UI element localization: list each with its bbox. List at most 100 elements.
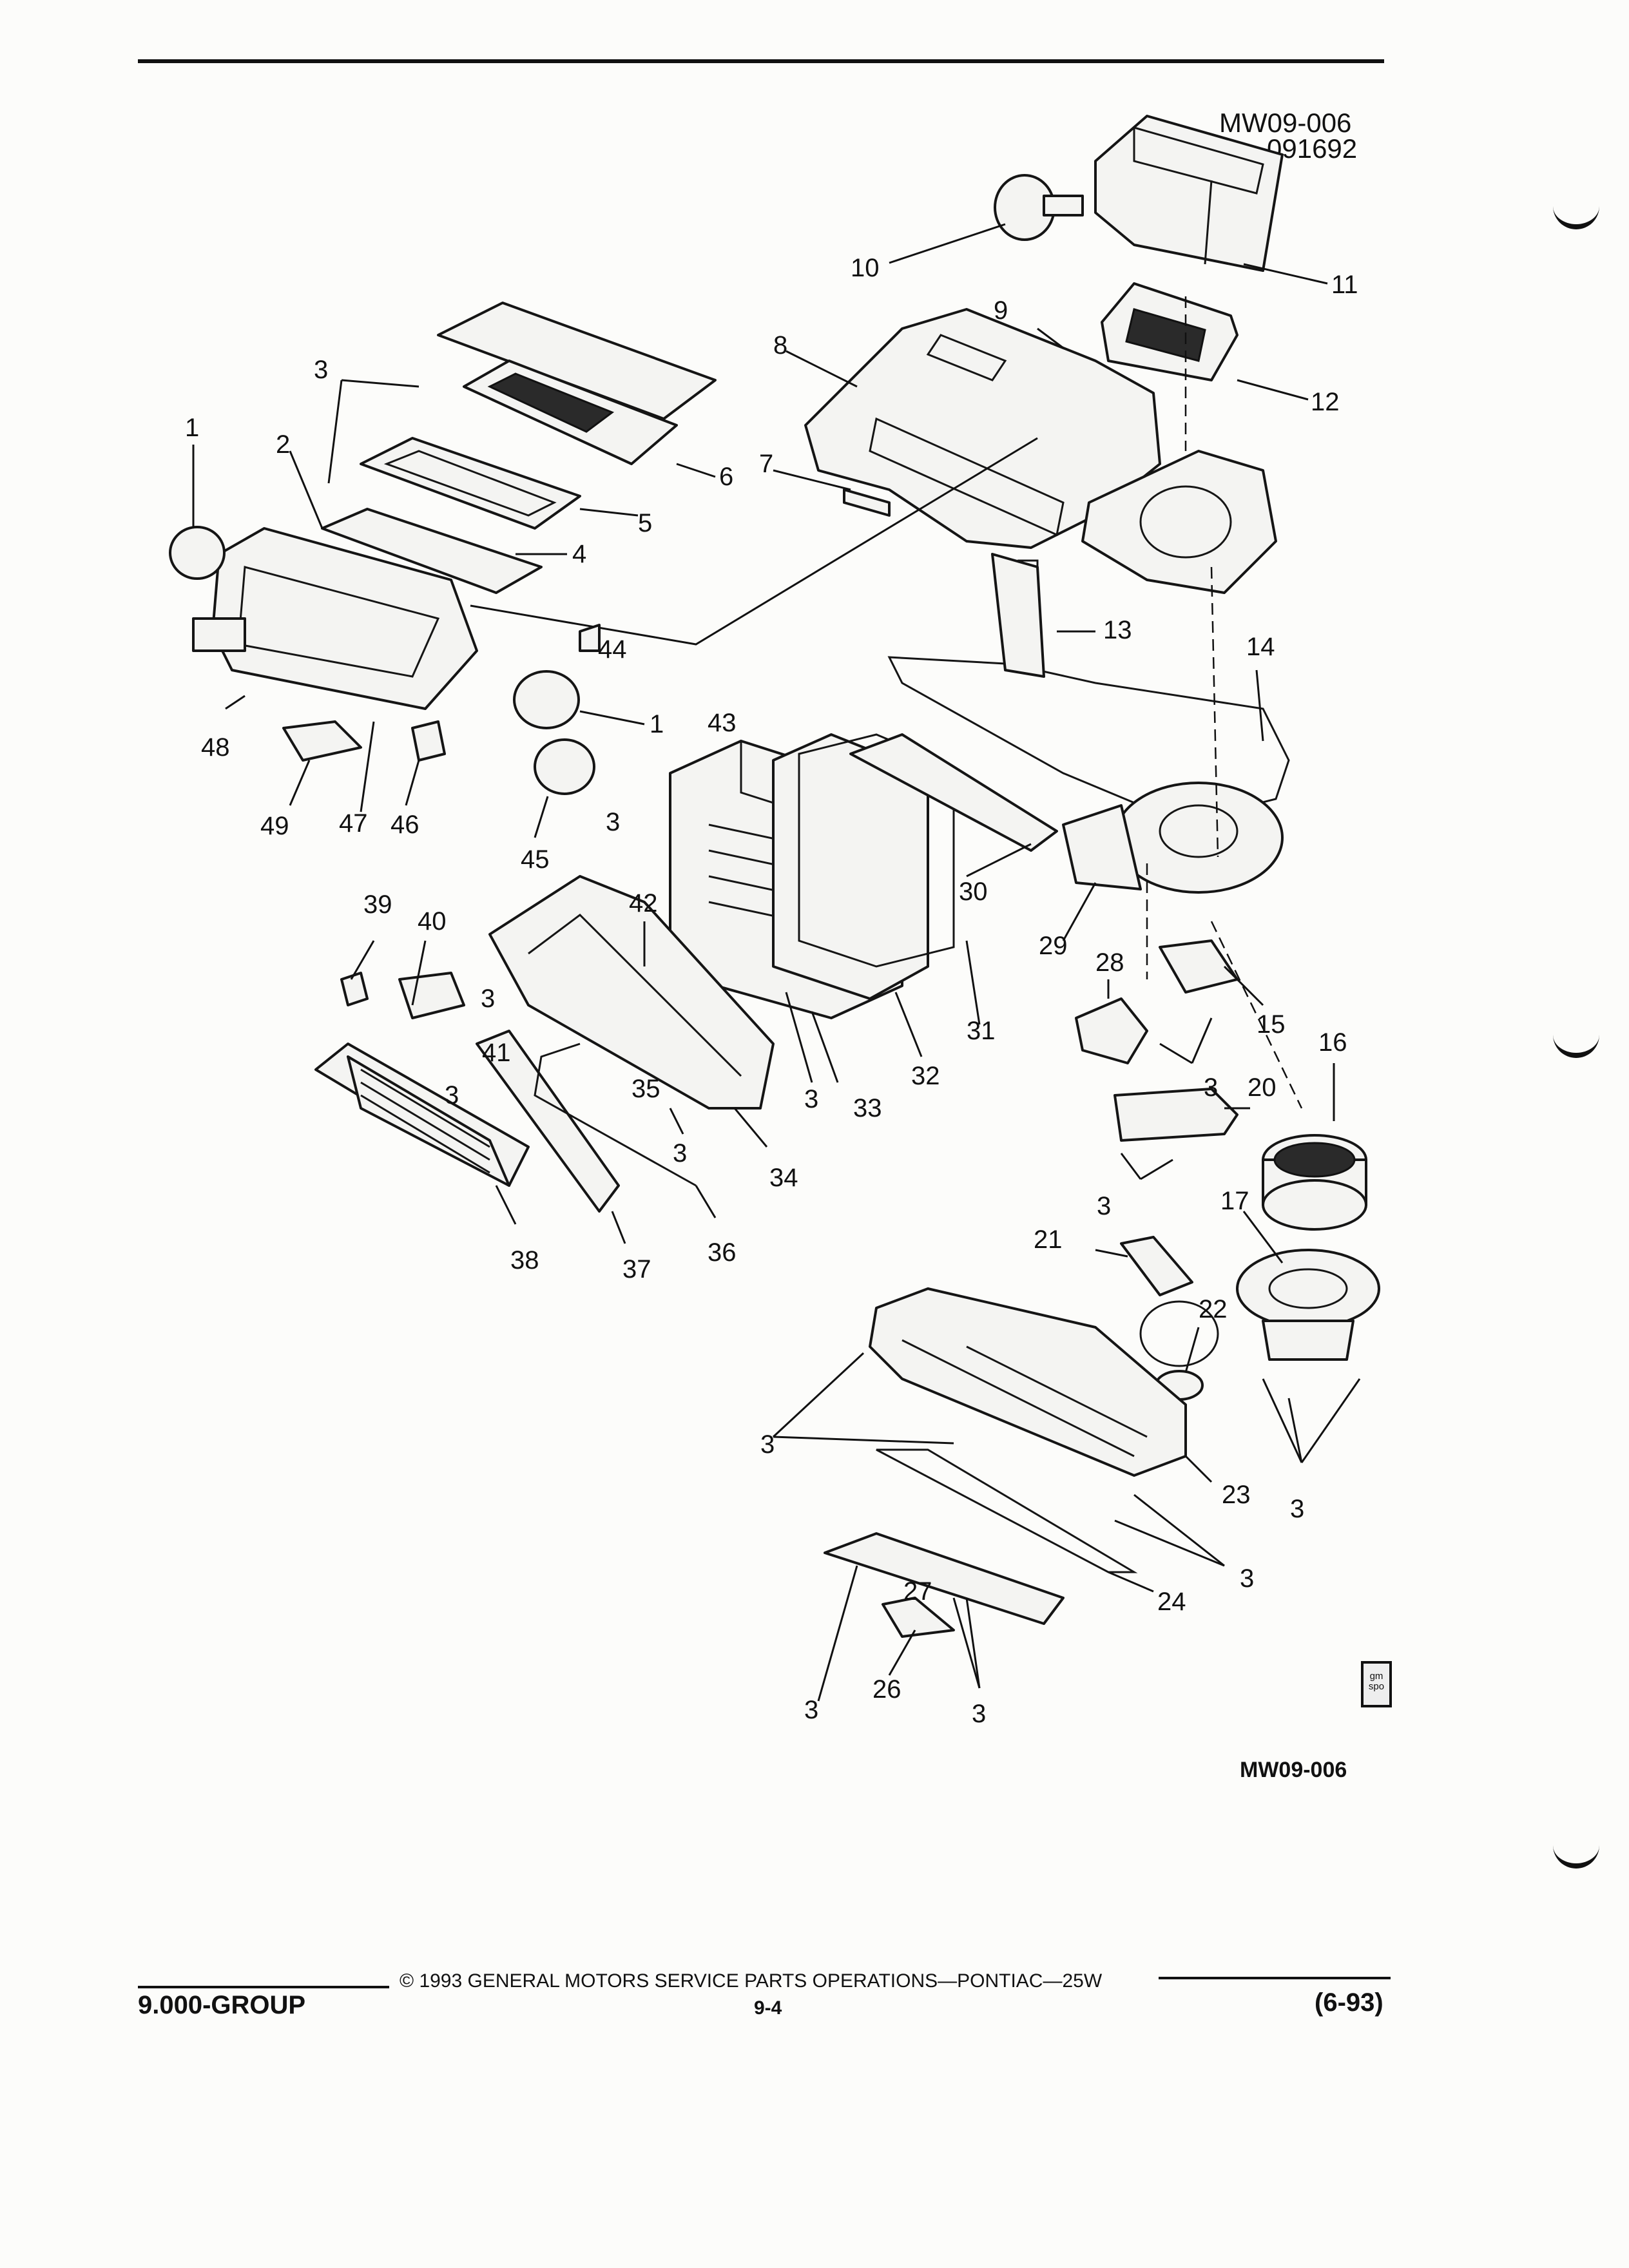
callout-3-j: 3 [1290,1495,1305,1523]
part-16-blower-wheel [1262,1063,1367,1231]
part-32-seal [772,733,929,1000]
callout-12: 12 [1311,388,1340,416]
callout-48: 48 [201,733,230,762]
binder-mark [1553,205,1599,229]
callout-3-i: 3 [760,1430,775,1459]
callout-41: 41 [482,1039,511,1067]
callout-31: 31 [967,1017,996,1045]
callout-10: 10 [851,254,880,282]
part-30-bracket [849,733,1058,852]
callout-37: 37 [622,1255,651,1283]
part-5-frame [360,437,639,530]
callout-1: 1 [185,414,200,442]
part-37-seal [476,1030,620,1213]
part-12-filter [1101,282,1309,401]
part-46-clip [411,720,446,762]
callout-33: 33 [853,1094,882,1122]
gm-spo-logo: gm spo [1361,1661,1392,1707]
top-rule [138,59,1384,63]
part-11-inlet-housing [1094,115,1328,285]
binder-mark [1553,1033,1599,1058]
callout-36: 36 [708,1238,737,1267]
callout-14: 14 [1246,633,1275,661]
callout-5: 5 [638,509,653,537]
callout-3-k: 3 [1240,1564,1255,1593]
part-45-actuator [534,738,595,838]
callout-3-h: 3 [1097,1192,1112,1220]
callout-44: 44 [598,635,627,664]
footer-rule-right [1159,1977,1391,1979]
part-49-fitting [282,720,362,762]
part-4-frame [321,508,567,594]
callout-7: 7 [759,450,774,478]
part-34-housing [488,875,775,1148]
callout-45: 45 [521,845,550,874]
callout-24: 24 [1157,1588,1186,1616]
part-17-blower-motor [1236,1211,1380,1361]
callout-8: 8 [773,331,788,360]
part-27-bracket [824,1532,1065,1625]
footer-group: 9.000-GROUP [138,1991,306,2019]
callout-20: 20 [1248,1073,1277,1102]
callout-29: 29 [1039,932,1068,960]
callout-34: 34 [769,1164,798,1192]
callout-43: 43 [708,709,737,737]
part-24-strip [876,1448,1138,1573]
part-26-plate [882,1597,955,1638]
part-31-seal [798,733,955,968]
callout-42: 42 [629,889,658,918]
part-14-lower-case [887,450,1290,894]
part-21-bracket [1120,1236,1193,1296]
callout-11: 11 [1331,271,1358,299]
callout-27: 27 [903,1577,932,1606]
callout-40: 40 [418,907,447,936]
callout-4: 4 [572,540,587,568]
callout-2: 2 [276,430,291,459]
callout-38: 38 [510,1246,539,1274]
callout-23: 23 [1222,1481,1251,1509]
part-10-motor [889,174,1084,264]
callout-28: 28 [1095,948,1124,977]
callout-3-e: 3 [673,1139,688,1168]
part-44-clip [579,624,601,652]
callout-39: 39 [363,890,392,919]
callout-26: 26 [872,1675,901,1704]
callout-16: 16 [1318,1028,1347,1057]
part-1-actuator [169,445,645,729]
callout-21: 21 [1034,1225,1063,1254]
drawing-code-bottom: MW09-006 [1240,1758,1347,1782]
part-6-frame [437,302,717,478]
part-39-clip [340,972,369,1006]
callout-30: 30 [959,878,988,906]
part-38-heater-core [314,1043,530,1225]
callout-49: 49 [260,812,289,840]
part-28-actuator [1075,979,1148,1064]
callout-3-b: 3 [606,808,621,836]
footer-page: 9-4 [754,1997,782,2019]
heater-case [192,527,478,710]
footer-date: (6-93) [1315,1988,1383,2017]
part-40-pipes [398,972,465,1019]
binder-mark [1553,1844,1599,1869]
footer-copyright: © 1993 GENERAL MOTORS SERVICE PARTS OPER… [400,1970,1103,1992]
footer-rule-left [138,1986,389,1988]
callout-35: 35 [631,1075,660,1103]
callout-6: 6 [719,463,734,491]
callout-15: 15 [1257,1010,1286,1039]
part-36-tube [534,1043,697,1187]
callout-17: 17 [1220,1187,1249,1215]
part-21-gasket [1139,1300,1219,1367]
callout-3-g: 3 [1204,1073,1219,1102]
callout-3-f: 3 [804,1085,819,1113]
callout-13: 13 [1103,616,1132,644]
callout-3-d: 3 [445,1081,459,1110]
callout-22: 22 [1199,1295,1228,1323]
callout-3-m: 3 [972,1700,987,1728]
callout-46: 46 [390,811,419,839]
callout-32: 32 [911,1062,940,1090]
callout-9: 9 [994,296,1008,325]
callout-3-a: 3 [314,356,329,384]
part-20-module [1113,1088,1239,1142]
drawing-code-top: MW09-006 [1219,108,1352,138]
